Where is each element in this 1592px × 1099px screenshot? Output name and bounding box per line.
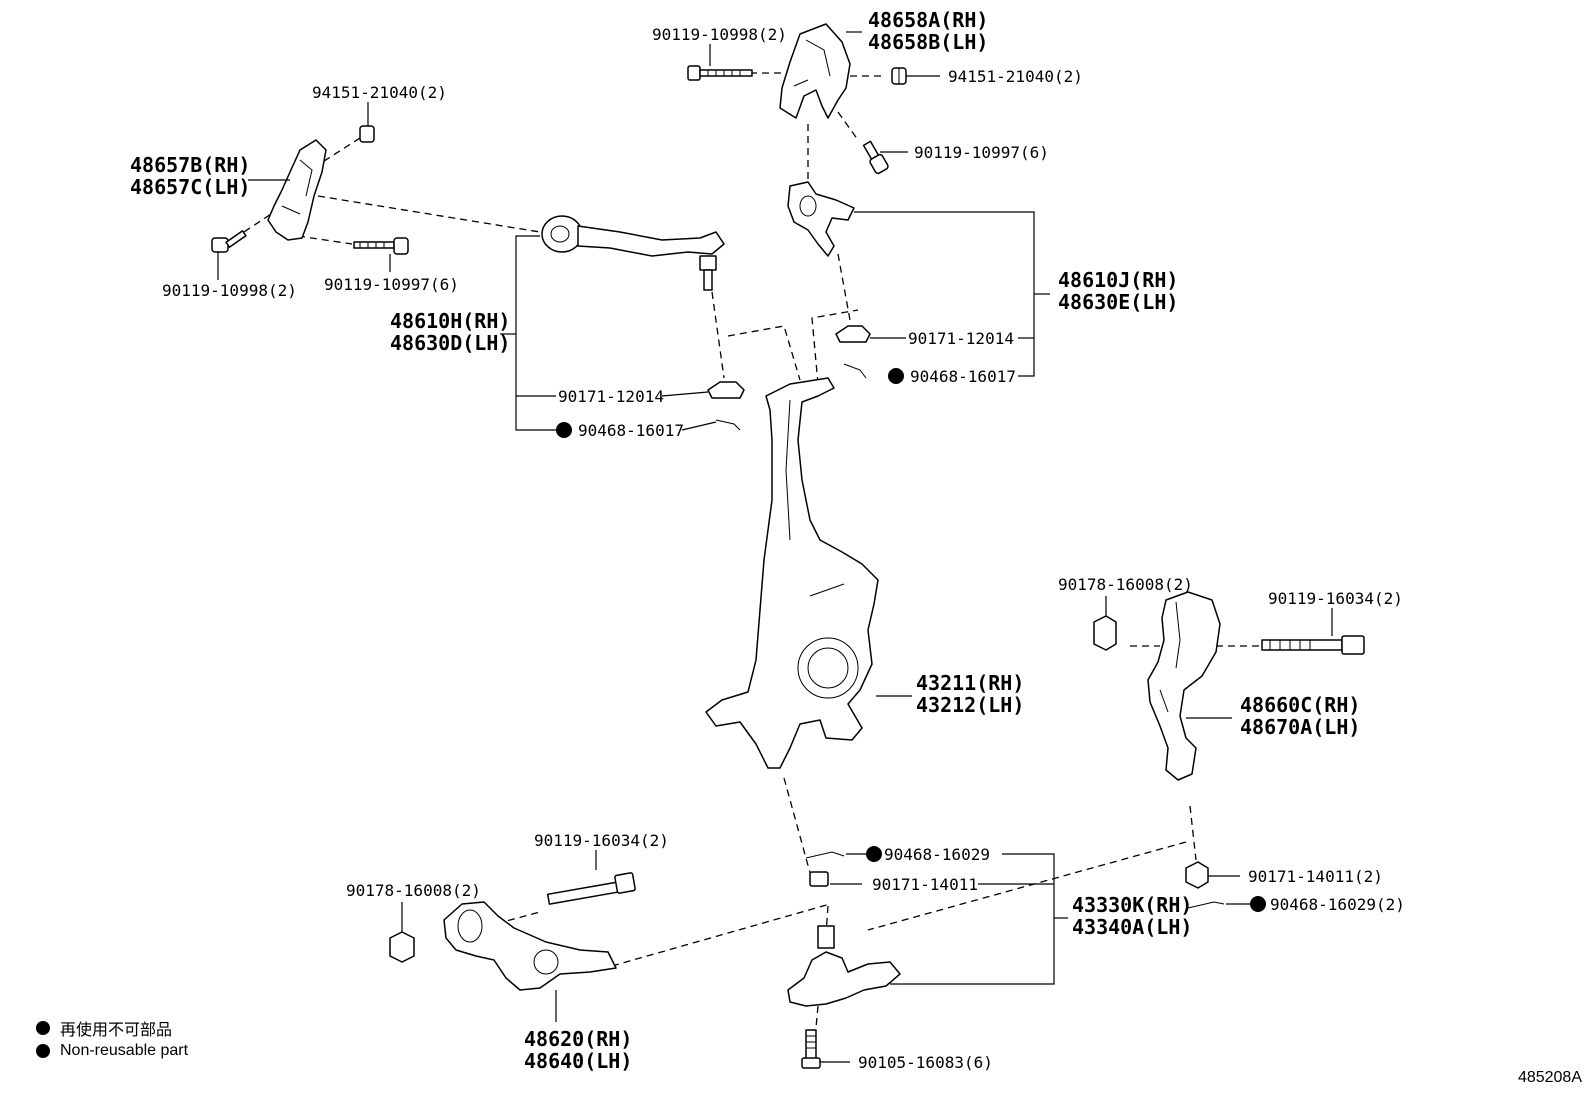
lower-arm-48620 [443, 901, 617, 991]
label-90468-16029-mid: 90468-16029 [884, 845, 990, 864]
label-43330k: 43330K(RH) [1072, 893, 1192, 917]
label-48660c: 48660C(RH) [1240, 693, 1360, 717]
cotter-pin-90468-16017-left [715, 419, 741, 431]
upper-arm-48610j [787, 181, 855, 257]
upper-bracket-48658 [779, 23, 851, 119]
label-48657b: 48657B(RH) [130, 153, 250, 177]
bolt-90119-16034-right [1261, 635, 1365, 655]
document-code: 485208A [1517, 1069, 1582, 1086]
legend-row-jp: 再使用不可部品 [36, 1016, 172, 1040]
lower-arm-48660 [1147, 591, 1221, 781]
label-90105-16083: 90105-16083(6) [858, 1053, 993, 1072]
bolt-90119-10998-left [211, 230, 247, 253]
cotter-pin-90468-16029-right [1187, 901, 1225, 909]
label-43211: 43211(RH) [916, 671, 1024, 695]
nut-94151-left [359, 125, 375, 143]
non-reusable-markers [556, 368, 1266, 912]
bolt-90119-10998-top [687, 65, 753, 81]
castle-nut-90171-14011-right [1185, 861, 1209, 889]
label-90171-12014-right: 90171-12014 [908, 329, 1014, 348]
label-90119-10997-top: 90119-10997(6) [914, 143, 1049, 162]
label-90178-16008-left: 90178-16008(2) [346, 881, 481, 900]
non-reusable-dot-icon [36, 1021, 50, 1035]
label-90119-10998-top: 90119-10998(2) [652, 25, 787, 44]
ball-joint-43330 [787, 871, 901, 1007]
steering-knuckle-43211 [705, 377, 879, 769]
label-48658a: 48658A(RH) [868, 8, 988, 32]
label-90468-16029-right: 90468-16029(2) [1270, 895, 1405, 914]
castle-nut-90171-12014-left [707, 381, 745, 399]
label-90171-14011-mid: 90171-14011 [872, 875, 978, 894]
bolt-90105-16083 [801, 1029, 821, 1069]
bolt-90119-16034-left [546, 872, 636, 905]
label-43212: 43212(LH) [916, 693, 1024, 717]
label-90171-12014-left: 90171-12014 [558, 387, 664, 406]
non-reusable-dot-icon [36, 1044, 50, 1058]
label-48620: 48620(RH) [524, 1027, 632, 1051]
leader-lines [217, 31, 1333, 1063]
label-90119-10997-left: 90119-10997(6) [324, 275, 459, 294]
legend-text-en: Non-reusable part [60, 1042, 189, 1059]
label-90119-16034-left: 90119-16034(2) [534, 831, 669, 850]
label-90171-14011-right: 90171-14011(2) [1248, 867, 1383, 886]
legend-row-en: Non-reusable part [36, 1042, 188, 1060]
bolt-90119-10997-top [862, 140, 889, 175]
nut-90178-16008-right [1093, 615, 1117, 651]
label-94151-21040-top: 94151-21040(2) [948, 67, 1083, 86]
label-43340a: 43340A(LH) [1072, 915, 1192, 939]
label-48630d: 48630D(LH) [390, 331, 510, 355]
label-90119-16034-right: 90119-16034(2) [1268, 589, 1403, 608]
label-90468-16017-left: 90468-16017 [578, 421, 684, 440]
nut-90178-16008-left [389, 931, 415, 963]
label-48610j: 48610J(RH) [1058, 268, 1178, 292]
bolt-90119-10997-left [353, 237, 409, 255]
cotter-pin-90468-16017-right [843, 363, 867, 379]
label-48610h: 48610H(RH) [390, 309, 510, 333]
part-number-labels: 48658A(RH) 48658B(LH) 90119-10998(2) 941… [130, 8, 1405, 1073]
label-48670a: 48670A(LH) [1240, 715, 1360, 739]
label-48657c: 48657C(LH) [130, 175, 250, 199]
nut-94151-top [891, 67, 907, 85]
cotter-pin-90468-16029-mid [805, 851, 845, 859]
label-90468-16017-right: 90468-16017 [910, 367, 1016, 386]
assembly-dashed-lines [237, 72, 1260, 1029]
label-90119-10998-left: 90119-10998(2) [162, 281, 297, 300]
label-48658b: 48658B(LH) [868, 30, 988, 54]
label-48630e: 48630E(LH) [1058, 290, 1178, 314]
label-94151-21040-left: 94151-21040(2) [312, 83, 447, 102]
label-90178-16008-right: 90178-16008(2) [1058, 575, 1193, 594]
castle-nut-90171-12014-right [835, 325, 871, 343]
legend-text-jp: 再使用不可部品 [60, 1022, 173, 1039]
label-48640: 48640(LH) [524, 1049, 632, 1073]
left-bracket-48657 [267, 139, 327, 241]
upper-arm-48610h [541, 215, 725, 291]
